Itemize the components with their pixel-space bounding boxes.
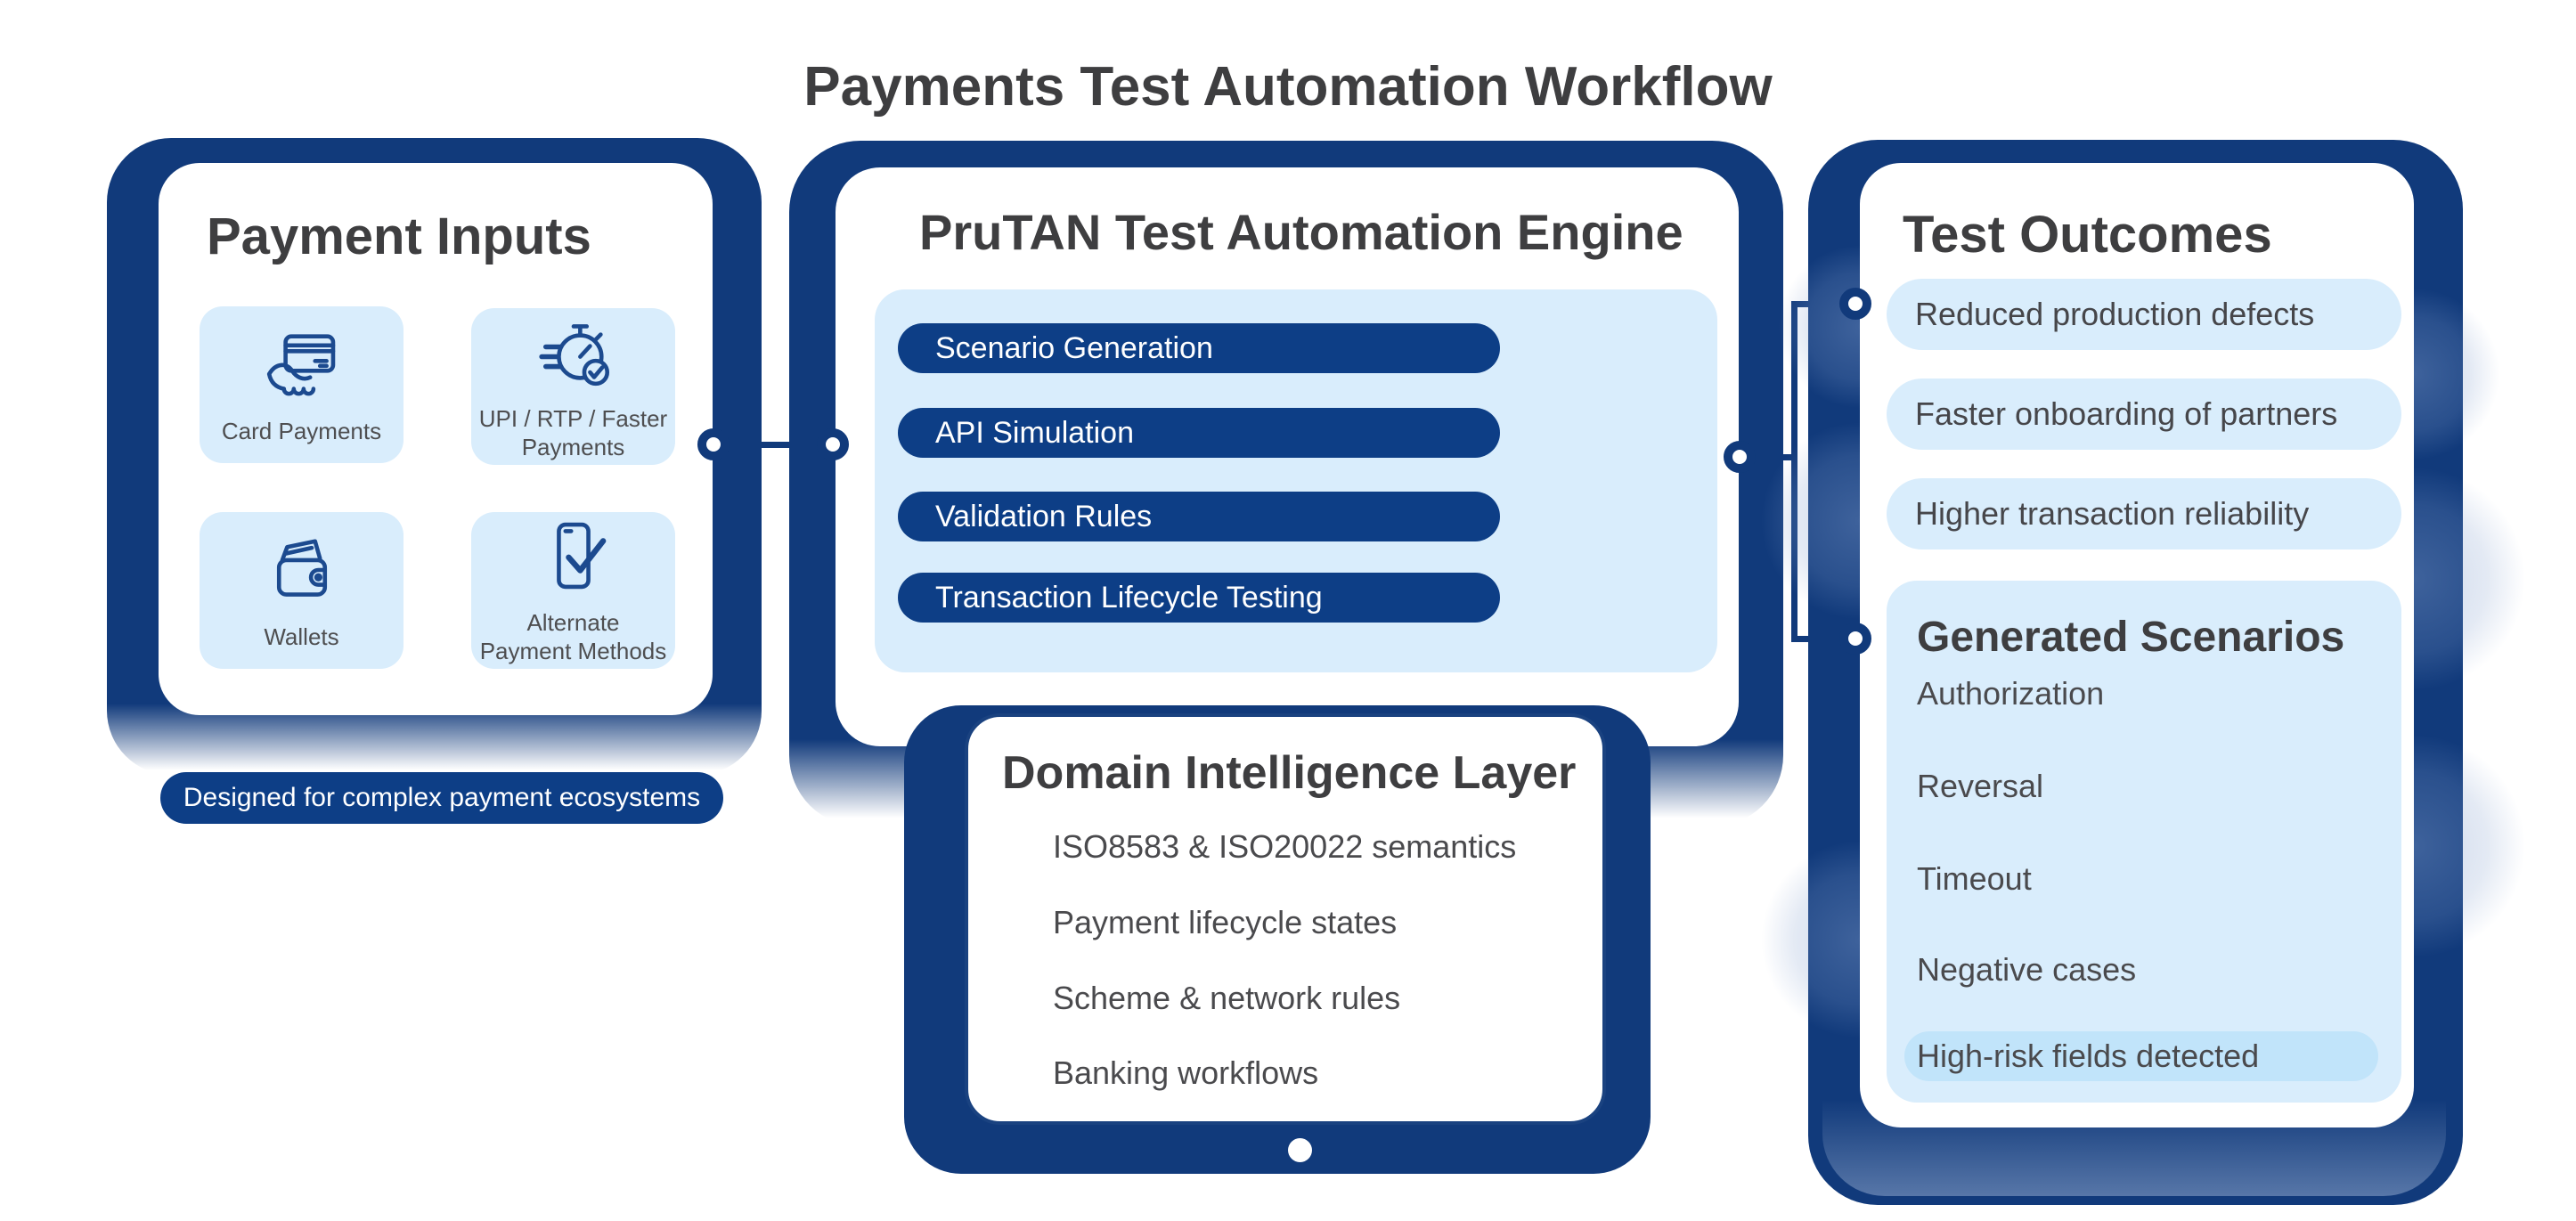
home-button-dot	[1288, 1138, 1312, 1162]
test-outcomes-title: Test Outcomes	[1903, 206, 2272, 264]
card-payments-icon	[261, 323, 343, 405]
domain-intelligence-title: Domain Intelligence Layer	[1002, 747, 1577, 799]
tile-upi-rtp-faster-payments: UPI / RTP / Faster Payments	[471, 308, 675, 465]
wallets-icon	[261, 529, 343, 611]
scenario-timeout: Timeout	[1917, 860, 2032, 897]
engine-pill-transaction-lifecycle-testing: Transaction Lifecycle Testing	[898, 573, 1500, 623]
connector-node-center-panel-left	[817, 428, 849, 460]
page-title: Payments Test Automation Workflow	[803, 56, 1773, 118]
domain-item-scheme-network-rules: Scheme & network rules	[1053, 980, 1401, 1016]
payment-inputs-banner: Designed for complex payment ecosystems	[160, 772, 723, 824]
prutan-engine-title: PruTAN Test Automation Engine	[919, 204, 1683, 260]
alternate-payment-methods-icon	[533, 515, 615, 597]
engine-pill-scenario-generation: Scenario Generation	[898, 323, 1500, 373]
outcome-reduced-production-defects: Reduced production defects	[1887, 279, 2401, 350]
payment-inputs-title: Payment Inputs	[207, 208, 591, 265]
connector-node-scenarios	[1839, 623, 1871, 655]
generated-scenarios-card	[1887, 581, 2401, 1103]
domain-item-iso-semantics: ISO8583 & ISO20022 semantics	[1053, 828, 1517, 865]
connector-line	[714, 442, 834, 448]
bracket-vertical-line	[1791, 301, 1797, 642]
engine-pill-validation-rules: Validation Rules	[898, 492, 1500, 541]
engine-pill-api-simulation: API Simulation	[898, 408, 1500, 458]
tile-label: UPI / RTP / Faster Payments	[478, 405, 668, 460]
connector-node-center-panel-right	[1724, 441, 1756, 473]
tile-alternate-payment-methods: Alternate Payment Methods	[471, 512, 675, 669]
domain-item-payment-lifecycle-states: Payment lifecycle states	[1053, 904, 1398, 940]
scenario-negative-cases: Negative cases	[1917, 951, 2137, 988]
scenario-authorization: Authorization	[1917, 675, 2105, 712]
domain-item-banking-workflows: Banking workflows	[1053, 1054, 1319, 1091]
tile-wallets: Wallets	[200, 512, 404, 669]
tile-label: Wallets	[264, 623, 339, 651]
connector-node-left-panel	[697, 428, 730, 460]
domain-intelligence-card	[965, 713, 1606, 1125]
tile-label: Alternate Payment Methods	[479, 609, 667, 664]
tile-card-payments: Card Payments	[200, 306, 404, 463]
generated-scenarios-title: Generated Scenarios	[1917, 614, 2345, 661]
scenario-reversal: Reversal	[1917, 768, 2044, 804]
outcome-higher-reliability: Higher transaction reliability	[1887, 478, 2401, 549]
connector-node-outcomes	[1839, 288, 1871, 320]
scenario-high-risk-fields-highlight: High-risk fields detected	[1904, 1031, 2378, 1081]
outcome-faster-onboarding: Faster onboarding of partners	[1887, 379, 2401, 450]
tile-label: Card Payments	[221, 418, 382, 445]
upi-rtp-faster-payments-icon	[533, 311, 615, 393]
